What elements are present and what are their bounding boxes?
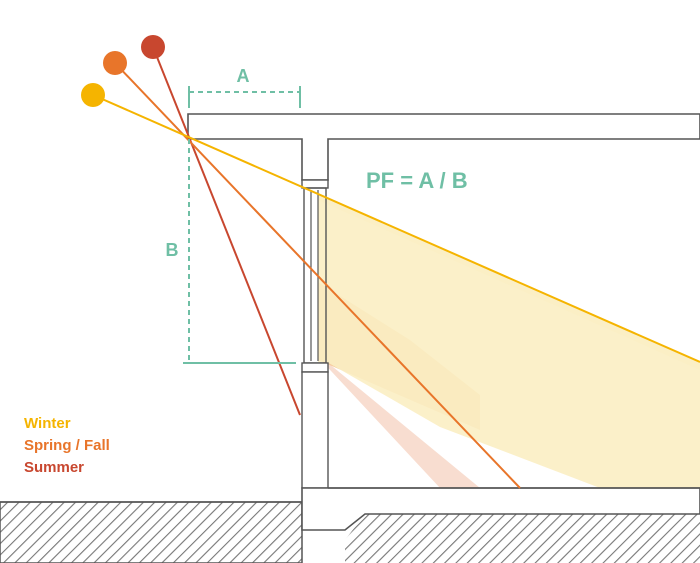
dimension-a <box>188 86 301 108</box>
dimension-b-label: B <box>166 240 179 260</box>
spring-fall-sun <box>103 51 127 75</box>
legend-summer: Summer <box>24 459 84 476</box>
winter-ray <box>92 94 700 363</box>
wall-lower <box>301 371 329 489</box>
projection-factor-formula: PF = A / B <box>366 168 468 193</box>
winter-light-patch <box>318 194 700 488</box>
winter-sun <box>81 83 105 107</box>
summer-sun <box>141 35 165 59</box>
summer-light-patch <box>318 357 480 488</box>
wall-header <box>301 179 329 189</box>
legend-spring-fall: Spring / Fall <box>24 437 110 454</box>
floor-slab <box>301 487 700 531</box>
winter-light-band <box>318 194 700 370</box>
ground-hatch <box>0 501 303 563</box>
ground-hatch-right <box>345 514 700 563</box>
window-sill <box>301 362 329 373</box>
summer-ray <box>152 46 301 416</box>
legend-winter: Winter <box>24 415 71 432</box>
dimension-a-label: A <box>237 66 250 86</box>
dimension-b <box>183 139 296 364</box>
